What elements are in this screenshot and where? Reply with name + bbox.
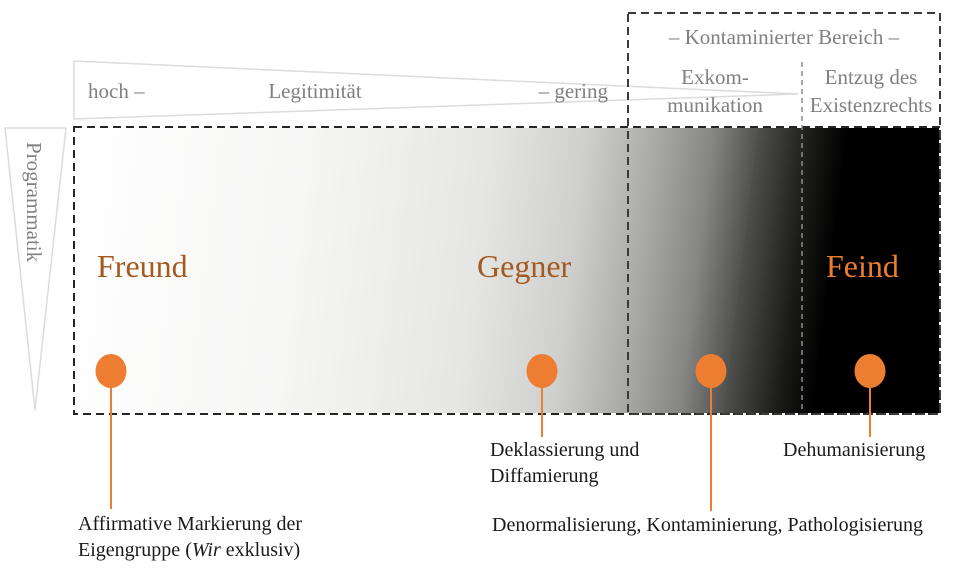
- legitimacy-wedge-shape: [73, 60, 799, 120]
- affirmative-line2: Eigengruppe (Wir exklusiv): [78, 537, 302, 563]
- contaminated-zone-box: [627, 12, 941, 415]
- programmatik-wedge-shape: [4, 127, 67, 411]
- withdrawal-line1: Entzug des: [824, 65, 918, 89]
- marker-dot-opponent: [526, 354, 558, 388]
- annotation-deklassierung: Deklassierung und Diffamierung: [490, 437, 639, 489]
- zone-label-opponent: Gegner: [477, 248, 572, 284]
- affirmative-line2-post: exklusiv): [220, 539, 301, 561]
- zone-label-friend: Freund: [97, 248, 188, 284]
- annotation-denormalisierung: Denormalisierung, Kontaminierung, Pathol…: [492, 514, 924, 536]
- deklassierung-line2: Diffamierung: [490, 465, 599, 487]
- marker-dot-enemy: [854, 354, 886, 388]
- excommunication-line1: Exkom-: [681, 65, 749, 89]
- marker-dot-friend: [95, 354, 127, 388]
- withdrawal-line2: Existenzrechts: [809, 93, 933, 117]
- affirmative-line1: Affirmative Markierung der: [78, 513, 302, 535]
- programmatik-axis-label: Programmatik: [22, 142, 46, 263]
- legitimacy-low-label: – gering: [538, 79, 608, 103]
- withdrawal-column-label: Entzug des Existenzrechts: [802, 63, 940, 119]
- main-zone-box: [73, 126, 941, 415]
- contaminated-area-title: – Kontaminierter Bereich –: [668, 25, 900, 49]
- affirmative-line2-italic: Wir: [191, 539, 221, 561]
- excommunication-column-label: Exkom- munikation: [629, 63, 801, 119]
- annotation-affirmative: Affirmative Markierung der Eigengruppe (…: [78, 511, 302, 563]
- affirmative-line2-pre: Eigengruppe (: [78, 539, 192, 561]
- excommunication-line2: munikation: [667, 93, 763, 117]
- marker-dot-contaminated: [695, 354, 727, 388]
- legitimacy-high-label: hoch –: [88, 79, 145, 103]
- zone-label-enemy: Feind: [826, 248, 899, 284]
- legitimacy-axis-label: Legitimität: [268, 79, 362, 103]
- deklassierung-line1: Deklassierung und: [490, 439, 640, 461]
- legitimacy-gradient-band: [75, 128, 939, 413]
- annotation-dehumanisierung: Dehumanisierung: [783, 439, 926, 461]
